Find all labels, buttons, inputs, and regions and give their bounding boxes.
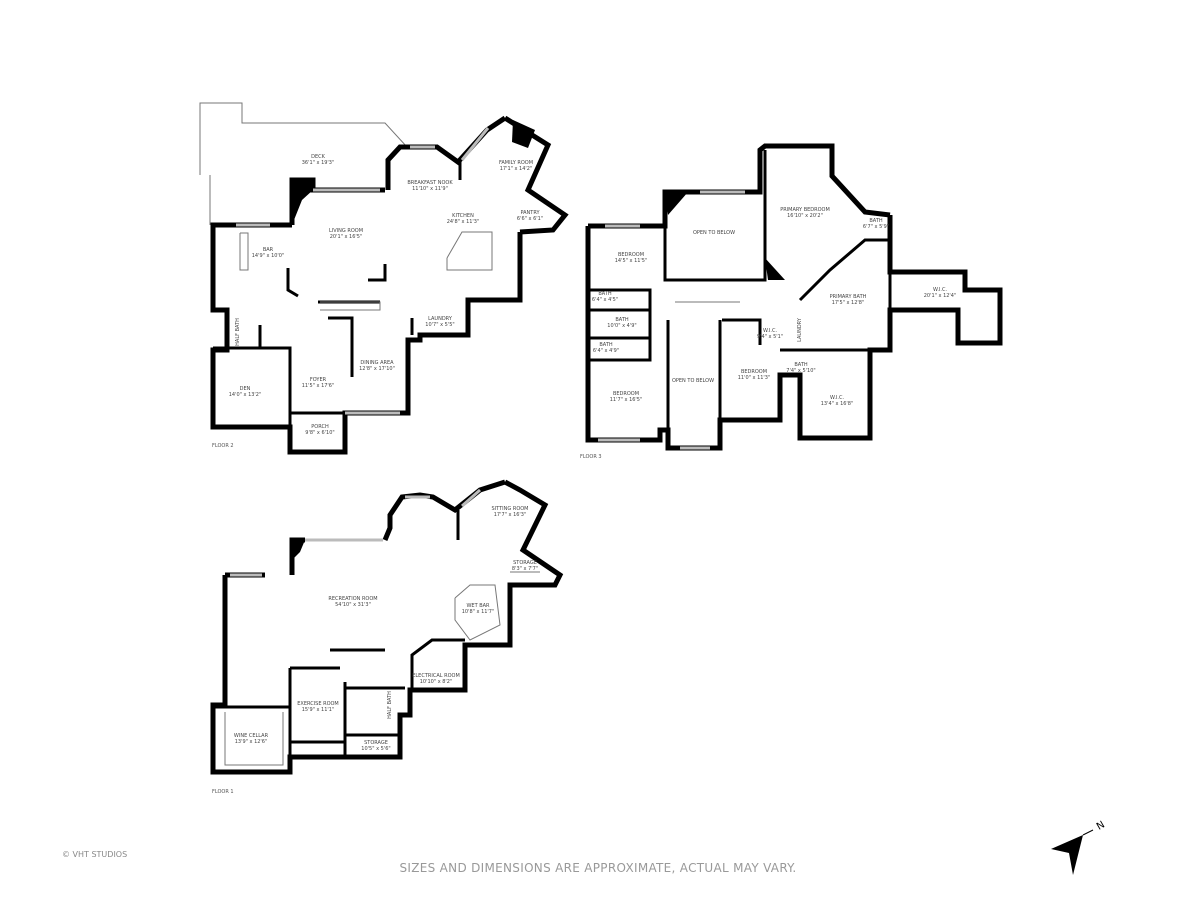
room-label-half-bath: HALF BATH xyxy=(387,691,393,719)
copyright-text: © VHT STUDIOS xyxy=(62,850,128,859)
room-label-open-to-below: OPEN TO BELOW xyxy=(671,378,715,384)
floor-2-walls xyxy=(199,102,569,455)
floor-1-tag: FLOOR 1 xyxy=(212,789,234,795)
room-label-wic: W.I.C.13'4" x 16'8" xyxy=(820,395,854,407)
north-label: N xyxy=(1095,819,1107,832)
floor-3-tag: FLOOR 3 xyxy=(580,454,602,460)
room-label-open-to-below: OPEN TO BELOW xyxy=(692,230,736,236)
floor-1-walls xyxy=(210,479,564,775)
north-arrow-icon: N xyxy=(1045,815,1125,884)
room-label-wic: W.I.C.9'4" x 5'1" xyxy=(756,328,784,340)
floor-2-tag: FLOOR 2 xyxy=(212,443,234,449)
room-label-laundry: LAUNDRY xyxy=(797,318,803,342)
room-label-wic: W.I.C.20'1" x 12'4" xyxy=(923,287,957,299)
floor-3-walls xyxy=(585,143,1003,451)
disclaimer-text: SIZES AND DIMENSIONS ARE APPROXIMATE, AC… xyxy=(399,861,797,875)
room-label-half-bath: HALF BATH xyxy=(235,318,241,346)
